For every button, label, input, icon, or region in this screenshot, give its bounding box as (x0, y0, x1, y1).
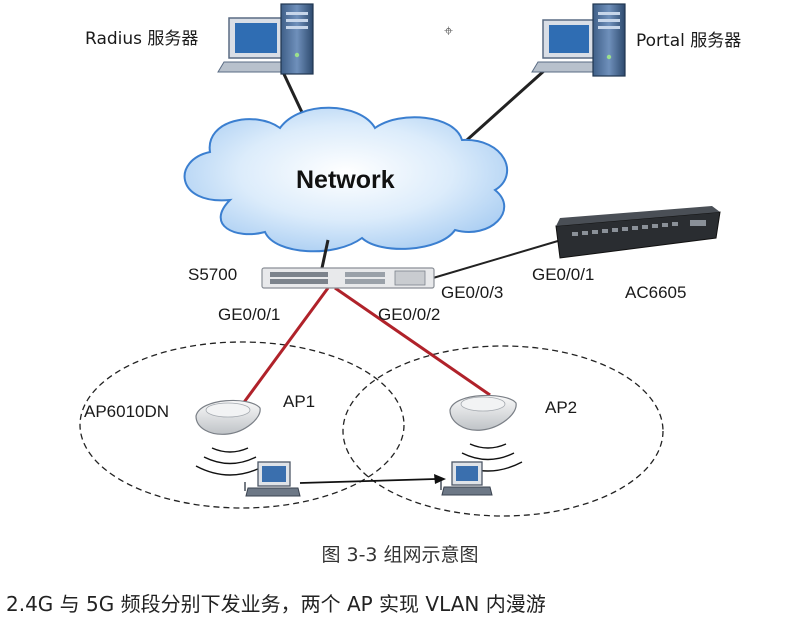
body-text-line: 2.4G 与 5G 频段分别下发业务，两个 AP 实现 VLAN 内漫游 (6, 592, 546, 616)
s5700-switch-icon (261, 267, 435, 289)
switch-ap1-link (240, 287, 330, 406)
crosshair-marker-icon: ⌖ (444, 21, 454, 40)
ac6605-controller-icon (555, 206, 721, 259)
ap2-coverage-area (342, 345, 664, 517)
portal-server-link (456, 68, 547, 150)
switch-port-ac-label: GE0/0/3 (441, 283, 504, 302)
switch-ac-link (432, 237, 569, 279)
roaming-arrow (299, 478, 437, 484)
radius-server-label: Radius 服务器 (85, 29, 199, 49)
figure-caption: 图 3-3 组网示意图 (321, 544, 479, 566)
ap1-device-icon (195, 399, 261, 435)
laptop-client-1-icon (244, 461, 301, 497)
ap1-name-label: AP1 (283, 392, 316, 411)
roaming-arrowhead (434, 474, 446, 484)
ap2-name-label: AP2 (545, 398, 578, 417)
network-topology-diagram: Radius 服务器 Portal 服务器 ⌖ Network S5700 GE… (6, 3, 742, 616)
laptop-client-2-icon (440, 461, 493, 496)
switch-ap2-link (334, 286, 491, 397)
ap2-device-icon (449, 394, 517, 431)
ap1-model-label: AP6010DN (84, 402, 170, 421)
portal-server-icon (531, 3, 626, 77)
ac6605-label: AC6605 (625, 283, 687, 302)
ac-port-label: GE0/0/1 (532, 265, 595, 284)
ap1-coverage-area (79, 341, 405, 509)
switch-port-ap2-label: GE0/0/2 (378, 305, 441, 324)
radius-server-icon (217, 3, 314, 75)
network-cloud-label: Network (296, 166, 395, 194)
ap1-wireless-waves (195, 447, 265, 476)
portal-server-label: Portal 服务器 (636, 31, 742, 51)
cloud-switch-link (320, 239, 330, 269)
s5700-switch-label: S5700 (188, 265, 238, 284)
diagram-canvas (79, 3, 721, 517)
network-cloud (183, 106, 508, 253)
switch-port-ap1-label: GE0/0/1 (218, 305, 281, 324)
